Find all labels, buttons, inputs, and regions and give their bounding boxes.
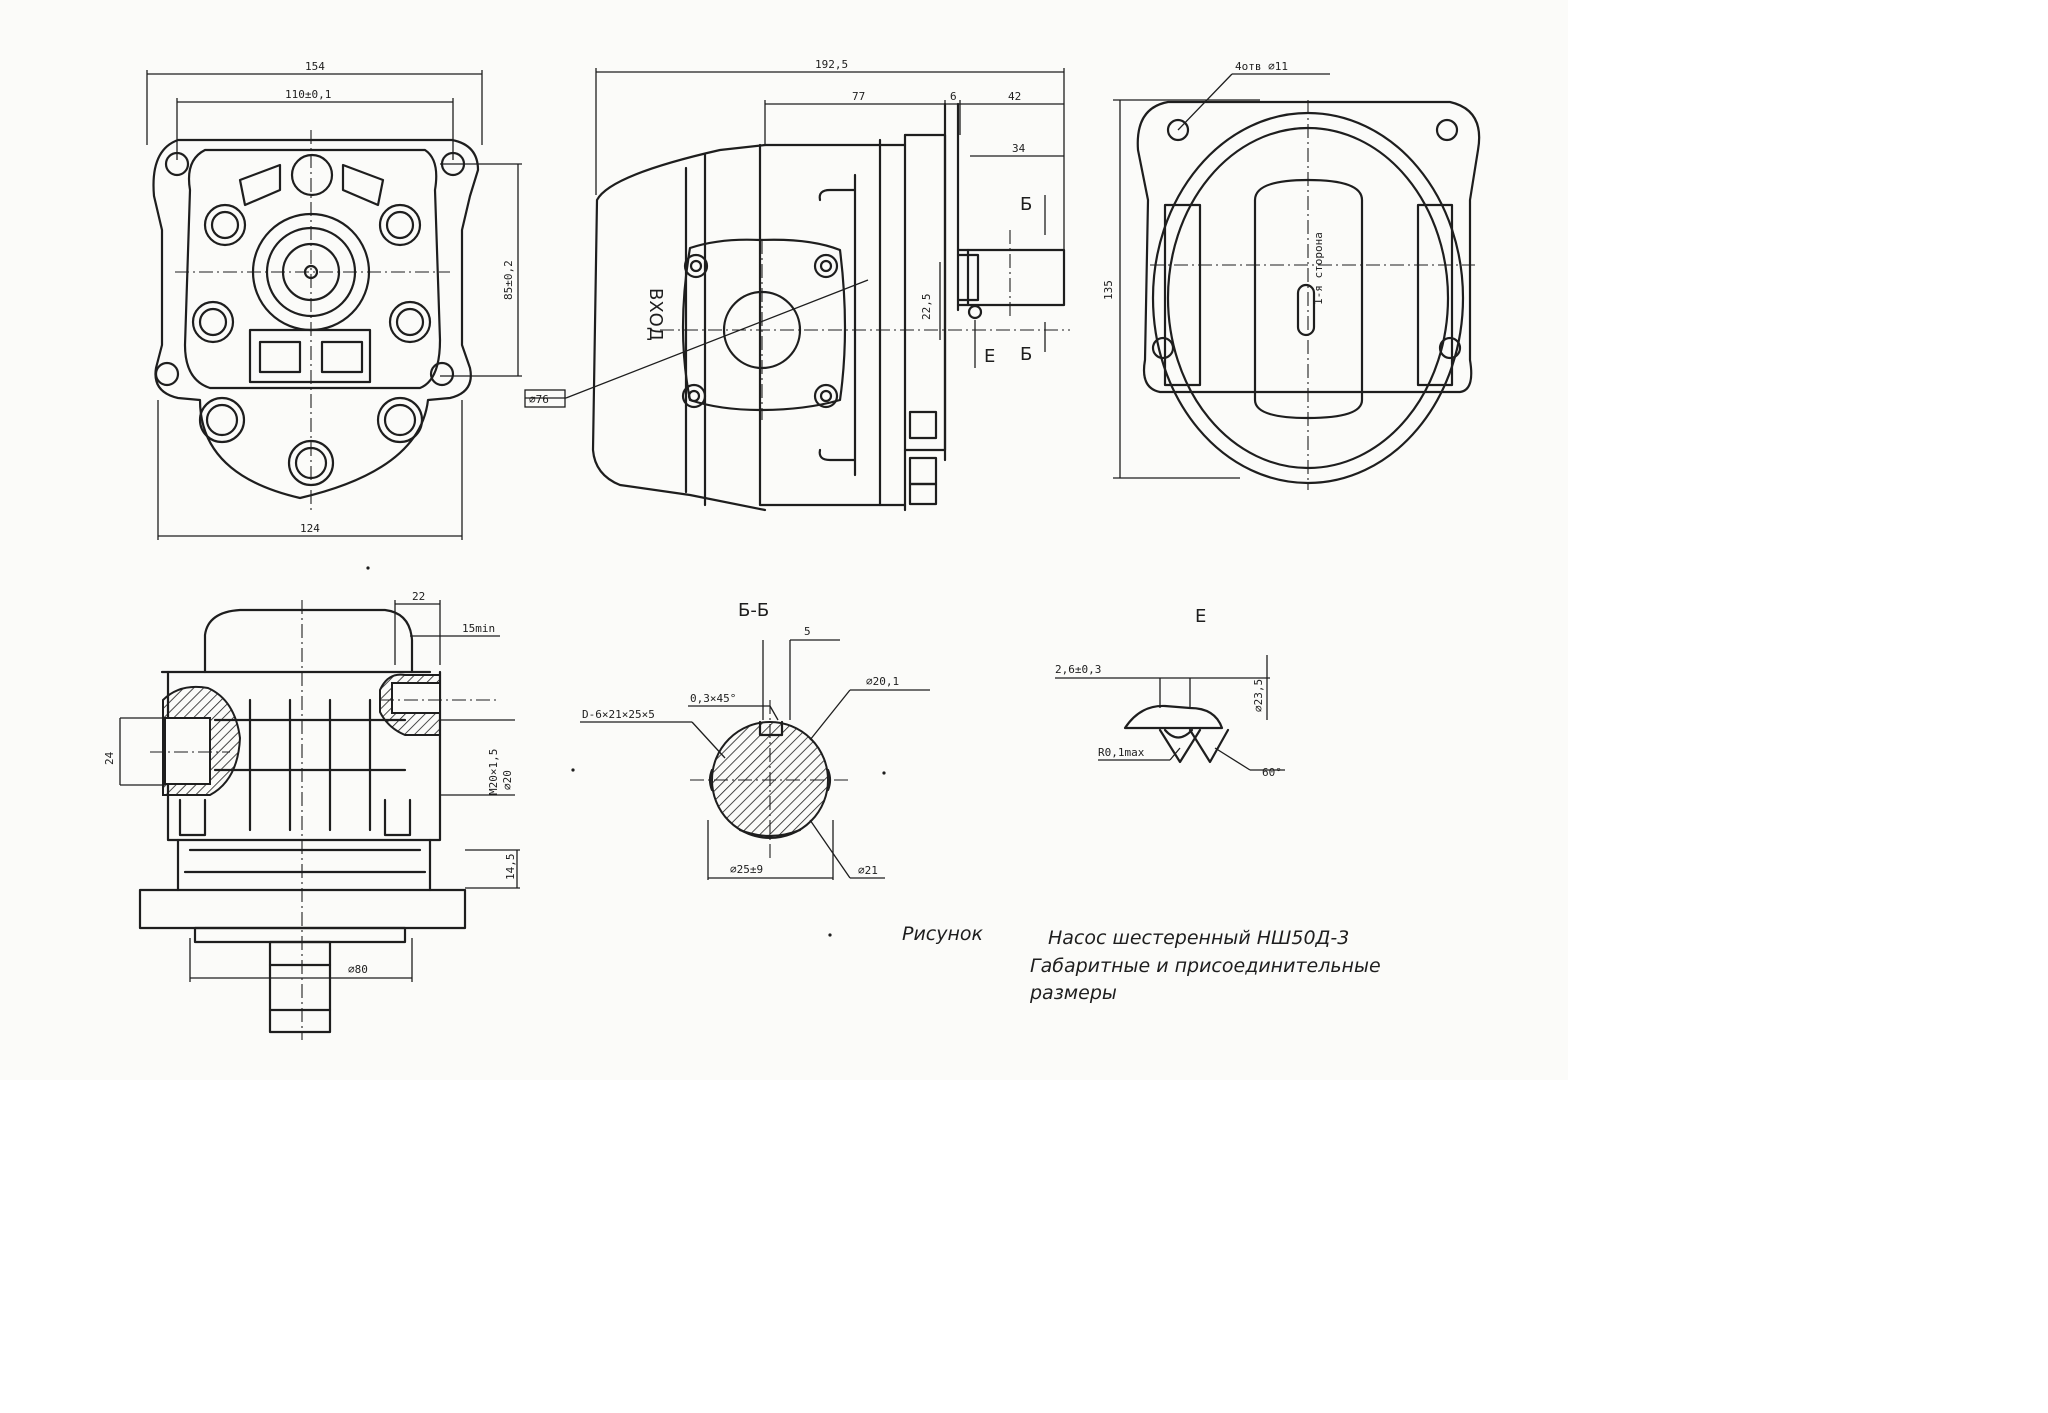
detail-e: Е 2,6±0,3 ⌀23,5 R0,1max 60° [1055, 606, 1285, 779]
bottom-body-outline [138, 608, 467, 1034]
detail-e-thread-profile [1123, 704, 1230, 764]
bottom-dim-spigot: ⌀80 [348, 963, 368, 976]
section-bb: Б-Б 5 ⌀20,1 0,3×45° D-6×21×25×5 ⌀25±9 ⌀2… [580, 600, 930, 880]
bottom-view: 22 15min 24 М20×1,5 ⌀20 14,5 ⌀80 [103, 590, 520, 1040]
stray-marks [366, 566, 886, 937]
bottom-dimension-lines [119, 600, 520, 982]
bottom-dim-port-right: ⌀20 [501, 770, 514, 790]
detail-e-dim-thread-dia: ⌀23,5 [1252, 679, 1265, 712]
caption-line2: Габаритные и присоединительные [1030, 955, 1381, 977]
bottom-centerlines [150, 600, 500, 1040]
front-dim-bottom-width: 124 [300, 522, 320, 535]
front-dim-total-width: 154 [305, 60, 325, 73]
bottom-dim-flange-thk: 14,5 [504, 854, 517, 881]
bottom-dim-top: 22 [412, 590, 425, 603]
front-dimension-lines [146, 70, 522, 540]
bottom-dim-port-left: 24 [103, 751, 116, 765]
section-bb-dim-key-width: 5 [804, 625, 811, 638]
side-dim-flange: 6 [950, 90, 957, 103]
rear-centerlines [1150, 100, 1475, 490]
front-view: 154 110±0,1 85±0,2 124 [146, 60, 522, 540]
front-flange-outline [152, 138, 480, 500]
section-bb-dim-outer-dia: ⌀20,1 [866, 675, 899, 688]
detail-e-dim-radius: R0,1max [1098, 746, 1145, 759]
caption-label: Рисунок [902, 923, 984, 945]
side-cover-plate [681, 238, 847, 412]
side-dim-pilot: ⌀76 [529, 393, 549, 406]
drawing-sheet: 154 110±0,1 85±0,2 124 [103, 58, 1481, 1040]
front-dim-height: 85±0,2 [502, 260, 515, 300]
section-bb-dim-chamfer: 0,3×45° [690, 692, 736, 705]
side-view: 192,5 77 6 42 34 22,5 ⌀76 Б Б Е ВХОД [524, 58, 1070, 512]
bottom-port-sections [162, 673, 441, 796]
section-bb-title: Б-Б [738, 600, 769, 621]
detail-e-dimension-lines [1055, 655, 1285, 771]
side-dim-body: 77 [852, 90, 865, 103]
section-bb-dimension-lines [580, 639, 930, 880]
side-dim-shaft-len: 42 [1008, 90, 1021, 103]
rear-view: 4отв ⌀11 135 1-я сторона [1102, 60, 1481, 490]
bottom-dim-thread: М20×1,5 [487, 749, 500, 795]
side-dimension-lines [525, 68, 1065, 399]
section-bb-dim-bottom-dia: ⌀25±9 [730, 863, 763, 876]
section-mark-b-top: Б [1020, 194, 1032, 215]
side-dim-shaft-part: 34 [1012, 142, 1026, 155]
section-bb-dim-inner-dia: ⌀21 [858, 864, 878, 877]
section-bb-dim-spline-spec: D-6×21×25×5 [582, 708, 655, 721]
front-centerlines [175, 130, 450, 510]
rear-dim-height: 135 [1102, 280, 1115, 300]
side-dim-total-length: 192,5 [815, 58, 848, 71]
detail-e-dim-thread-depth: 2,6±0,3 [1055, 663, 1101, 676]
rear-mounting-holes [1151, 118, 1462, 360]
side-dim-spline: 22,5 [920, 294, 933, 321]
caption-block: Рисунок Насос шестеренный НШ50Д-3 Габари… [902, 923, 1381, 1004]
front-mounting-holes [154, 151, 466, 387]
section-mark-b-bottom: Б [1020, 344, 1032, 365]
rear-arrow-label: 1-я сторона [1312, 232, 1325, 305]
section-mark-e: Е [984, 346, 995, 367]
rear-dimension-lines [1113, 73, 1330, 479]
section-bb-centerlines [690, 700, 850, 860]
detail-e-dim-angle: 60° [1262, 766, 1282, 779]
side-flow-label: ВХОД [645, 288, 666, 341]
rear-dim-holes: 4отв ⌀11 [1235, 60, 1288, 73]
caption-title: Насос шестеренный НШ50Д-3 [1048, 927, 1349, 949]
detail-e-title: Е [1195, 606, 1206, 627]
side-nuts [908, 410, 938, 506]
side-housing-outline [591, 102, 1066, 512]
technical-drawing: 154 110±0,1 85±0,2 124 [103, 58, 1481, 1040]
caption-line3: размеры [1029, 982, 1117, 1004]
front-dim-hole-spacing: 110±0,1 [285, 88, 331, 101]
side-centerlines [660, 230, 1070, 420]
bottom-dim-port-depth: 15min [462, 622, 495, 635]
